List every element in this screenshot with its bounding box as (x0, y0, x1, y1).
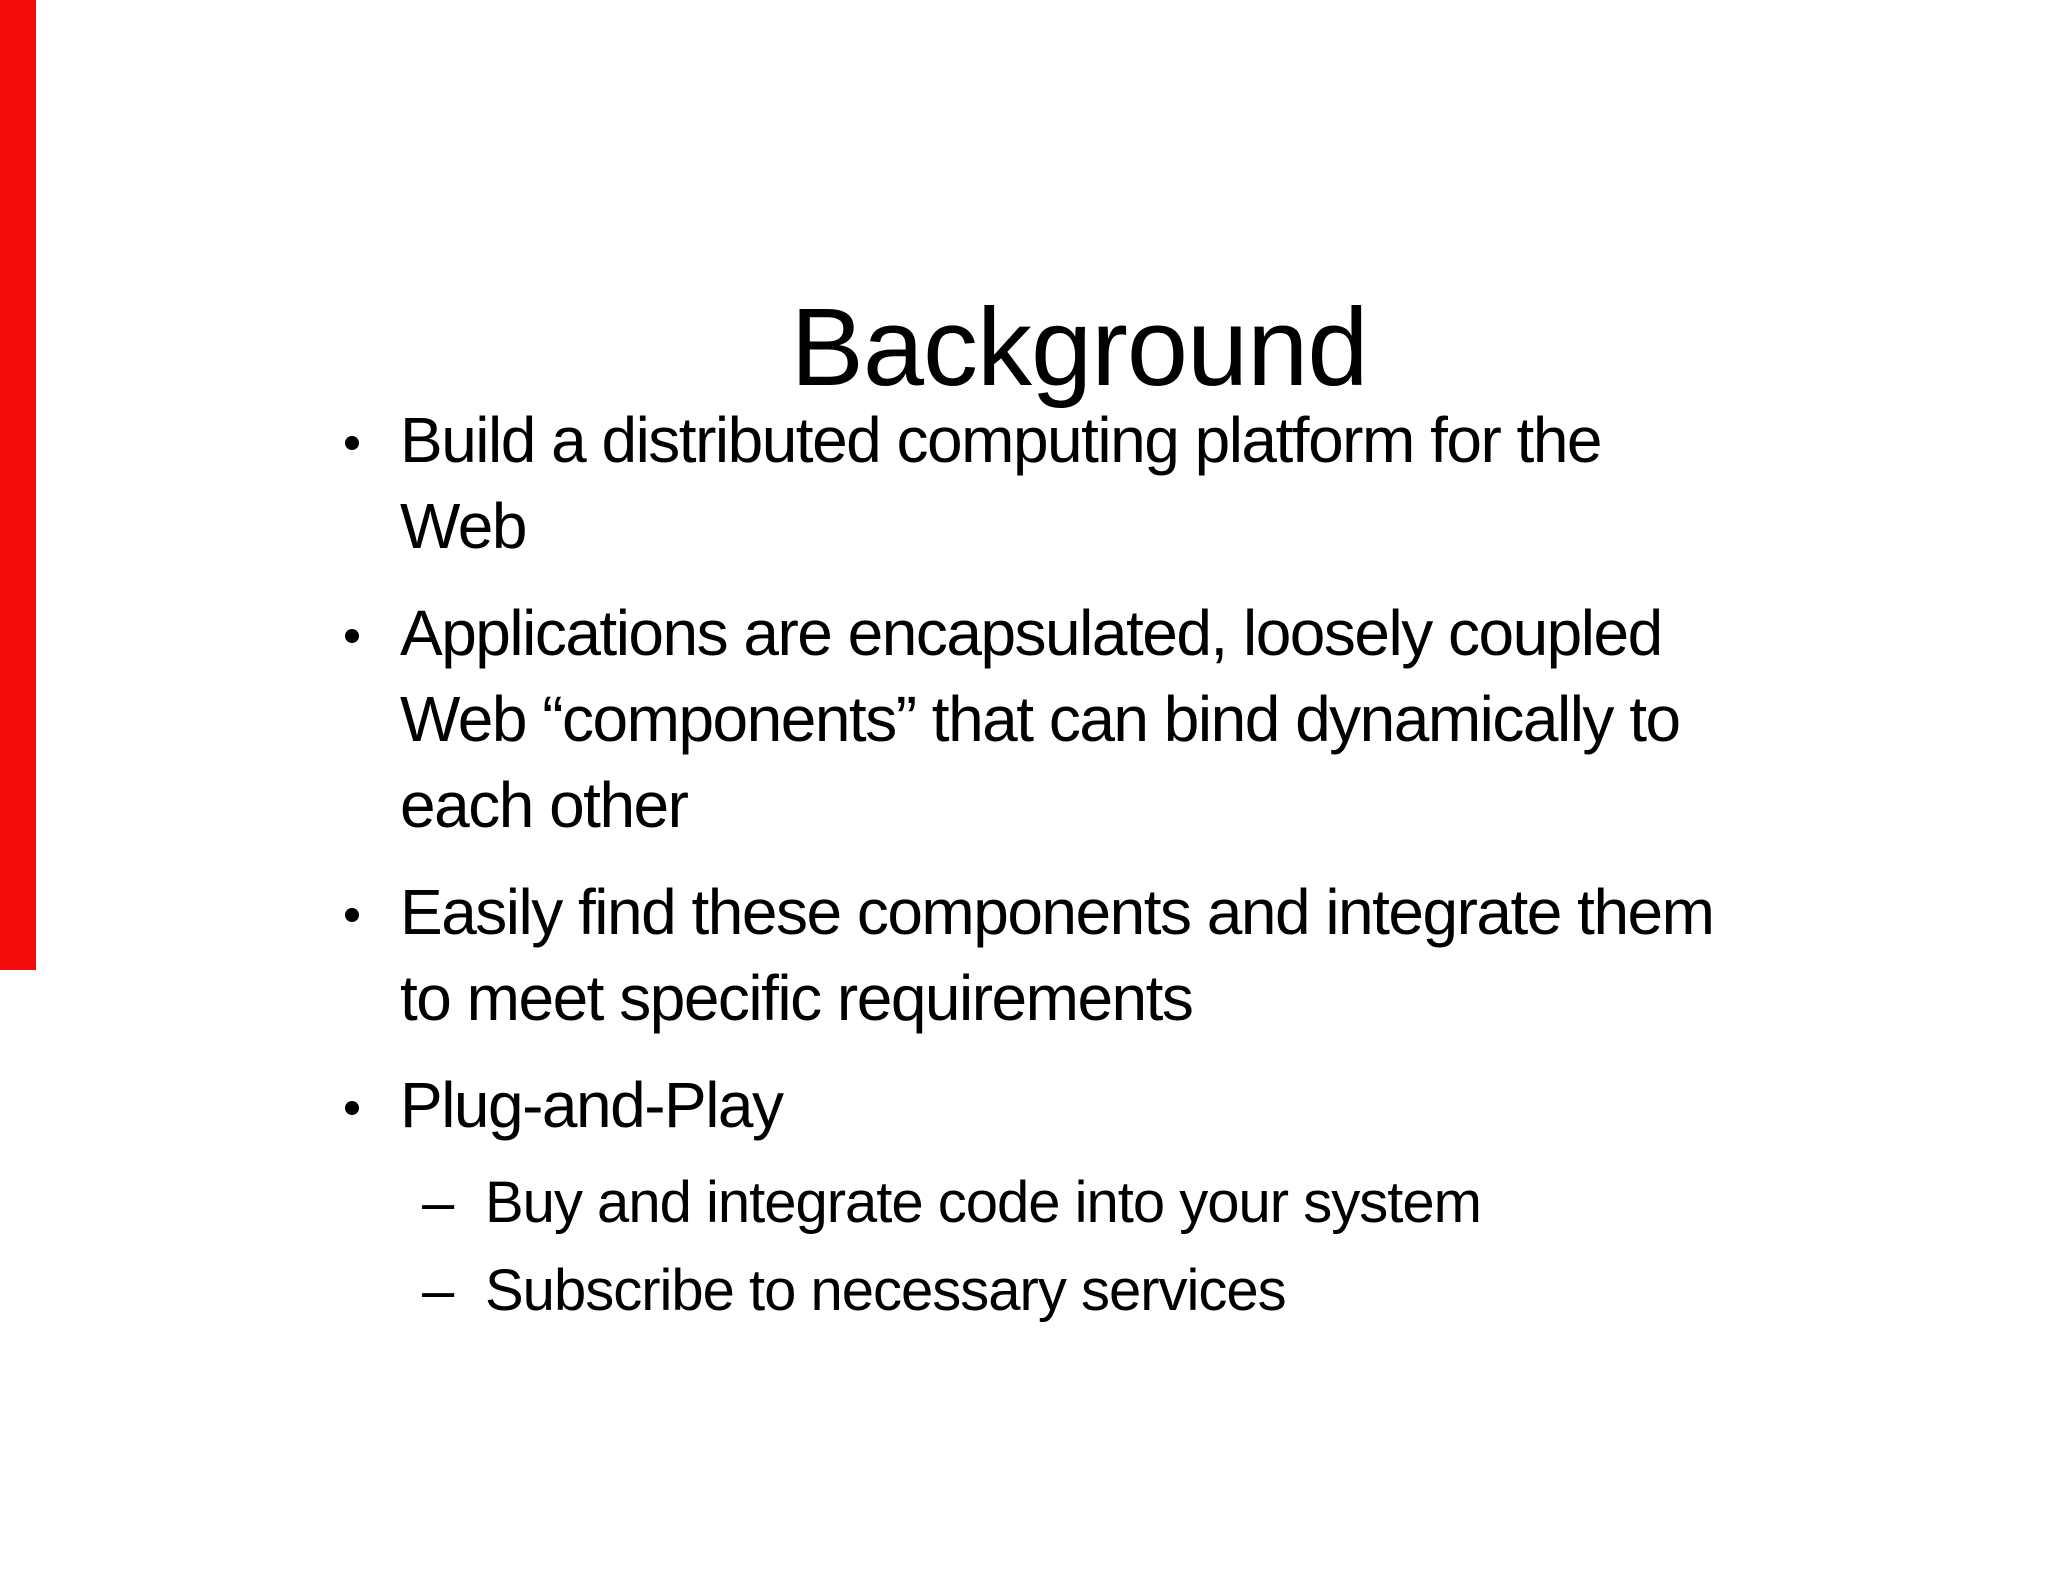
bullet-dot-icon (345, 629, 359, 643)
bullet-text: Buy and integrate code into your system (485, 1170, 1482, 1235)
bullet-item: Build a distributed computing platform f… (343, 397, 1863, 569)
bullet-item: Plug-and-Play (343, 1062, 1863, 1148)
sub-bullet-item: –Subscribe to necessary services (422, 1254, 1863, 1328)
bullet-dot-icon (345, 908, 359, 922)
bullet-dot-icon (345, 436, 359, 450)
red-accent-bar (0, 0, 36, 970)
sub-bullet-item: –Buy and integrate code into your system (422, 1166, 1863, 1240)
dash-icon: – (422, 1258, 454, 1323)
bullet-item: Applications are encapsulated, loosely c… (343, 590, 1863, 848)
bullet-text: Applications are encapsulated, loosely c… (400, 597, 1681, 841)
bullet-text: Build a distributed computing platform f… (400, 404, 1603, 562)
bullet-text: Easily find these components and integra… (400, 876, 1715, 1034)
bullet-dot-icon (345, 1101, 359, 1115)
bullet-text: Plug-and-Play (400, 1069, 784, 1141)
slide-title: Background (790, 285, 1368, 409)
bullet-text: Subscribe to necessary services (485, 1258, 1287, 1323)
dash-icon: – (422, 1170, 454, 1235)
bullet-item: Easily find these components and integra… (343, 869, 1863, 1041)
bullet-list: Build a distributed computing platform f… (343, 397, 1863, 1328)
